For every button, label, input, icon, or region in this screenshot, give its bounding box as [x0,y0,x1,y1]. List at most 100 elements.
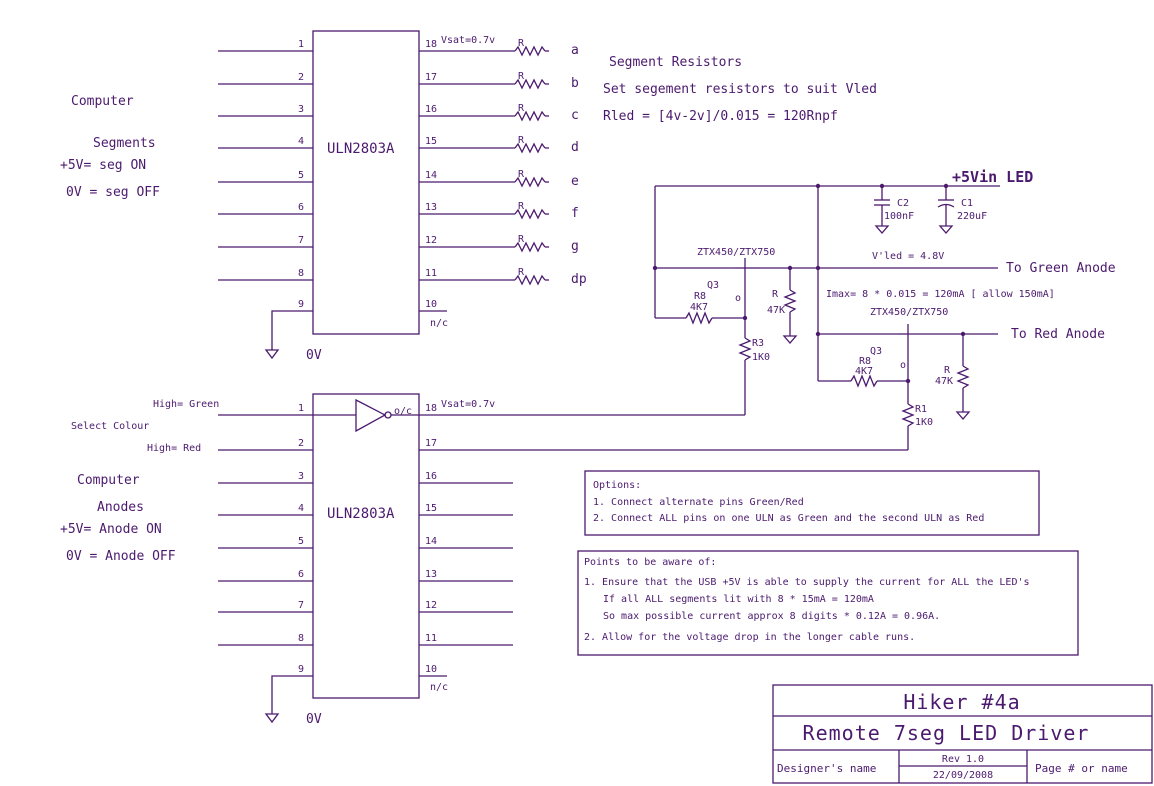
red-r8-value: 4K7 [855,366,873,377]
points-line1: 1. Ensure that the USB +5V is able to su… [584,577,1030,588]
pin-number-left: 6 [298,202,304,213]
lower-nc-label: n/c [430,682,448,693]
pin-number-left: 2 [298,72,304,83]
lower-ground-label: 0V [306,712,322,727]
c1-ground [938,225,954,234]
options-line1: 1. Connect alternate pins Green/Red [593,497,804,508]
pin-number-left: 8 [298,633,304,644]
lower-ic-part: ULN2803A [327,506,395,522]
title-block-rev: Rev 1.0 [942,754,984,765]
title-block-page: Page # or name [1035,762,1128,775]
pin-number-left: 7 [298,600,304,611]
red-47k-resistor [956,365,970,389]
lower-anodes-label: Anodes [97,500,144,515]
inverter-symbol [355,398,387,433]
title-block: Hiker #4a Remote 7seg LED Driver Designe… [772,684,1153,784]
svg-text:o: o [900,360,906,371]
segment-resistor-label: R [518,71,525,82]
green-q-label: Q3 [707,280,719,291]
green-r8-resistor [685,311,713,325]
pin-number-left: 4 [298,136,304,147]
red-q-label: Q3 [870,346,882,357]
pin-number-right: 17 [425,72,437,83]
pin-number-left: 8 [298,268,304,279]
pin-number-left: 1 [298,39,304,50]
segment-name: e [571,174,579,189]
lower-ic-body [312,393,420,699]
lower-oc-label: o/c [394,406,412,417]
c2-name: C2 [897,198,909,209]
pin-number-left: 3 [298,471,304,482]
upper-ic-part: ULN2803A [327,141,395,157]
pin-number-left: 4 [298,503,304,514]
lower-ground-wire [271,675,313,714]
upper-seg-off-label: 0V = seg OFF [66,185,160,200]
title-block-designer: Designer's name [777,762,876,775]
segment-resistor [514,241,546,253]
points-title: Points to be aware of: [584,557,716,568]
red-anode-output: To Red Anode [1011,327,1105,342]
red-r8-resistor [850,374,878,388]
c2-value: 100nF [884,211,914,222]
green-transistor-label: ZTX450/ZTX750 [697,247,775,258]
segment-resistor-label: R [518,135,525,146]
lower-anode-on-label: +5V= Anode ON [60,522,162,537]
red-r-value: 47K [935,376,953,387]
pin-number-left: 3 [298,104,304,115]
pin-number-right: 18 [425,403,437,414]
segment-name: d [571,140,579,155]
green-r-label: R [772,289,779,300]
green-r8-value: 4K7 [690,302,708,313]
upper-segments-label: Segments [93,136,156,151]
red-r1-label: R1 [915,404,927,415]
pin-number-left: 6 [298,569,304,580]
title-block-name: Hiker #4a [903,690,1020,714]
svg-text:o: o [735,293,741,304]
pin-number-right: 11 [425,268,437,279]
segment-resistor-label: R [518,169,525,180]
high-red-label: High= Red [147,443,201,454]
green-r8-label: R8 [694,291,706,302]
segment-resistor-label: R [518,103,525,114]
power-section: +5Vin LED C2 100nF C1 220uF V'led = 4.8V… [655,168,1055,300]
pin-number-left: 5 [298,536,304,547]
segment-resistor-label: R [518,234,525,245]
red-driver: ZTX450/ZTX750 Q3 o To Red Anode R 47K R8… [419,268,1105,451]
segment-name: g [571,239,579,254]
segment-name: f [571,206,579,221]
green-anode-output: To Green Anode [1006,261,1116,276]
pin-number-left: 1 [298,403,304,414]
select-colour-label: Select Colour [71,421,149,432]
upper-ground-wire [271,310,313,350]
vin-led-label: +5Vin LED [952,168,1033,186]
segment-resistor [514,176,546,188]
options-line2: 2. Connect ALL pins on one ULN as Green … [593,513,984,524]
upper-computer-label: Computer [71,94,134,109]
pin-number-right: 17 [425,438,437,449]
green-r3-value: 1K0 [752,352,770,363]
pin-number-right: 18 [425,39,437,50]
pin-number-left: 9 [298,664,304,675]
red-transistor-label: ZTX450/ZTX750 [870,307,948,318]
segment-resistor [514,208,546,220]
pin-number-left: 2 [298,438,304,449]
points-line3: So max possible current approx 8 digits … [603,611,940,622]
pin-number-right: 14 [425,170,437,181]
pin-number-right: 12 [425,235,437,246]
segment-resistors-heading: Segment Resistors [609,55,742,70]
segment-resistor [514,274,546,286]
red-r8-label: R8 [859,356,871,367]
vled-label: V'led = 4.8V [872,251,944,262]
high-green-label: High= Green [153,399,219,410]
pin-number-right: 12 [425,600,437,611]
green-r-value: 47K [767,305,785,316]
segment-name: c [571,108,579,123]
options-box: Options: 1. Connect alternate pins Green… [584,470,1040,536]
red-r1-resistor [901,403,915,427]
pin-number-left: 9 [298,299,304,310]
c2-ground [874,225,890,234]
pin-number-left: 5 [298,170,304,181]
